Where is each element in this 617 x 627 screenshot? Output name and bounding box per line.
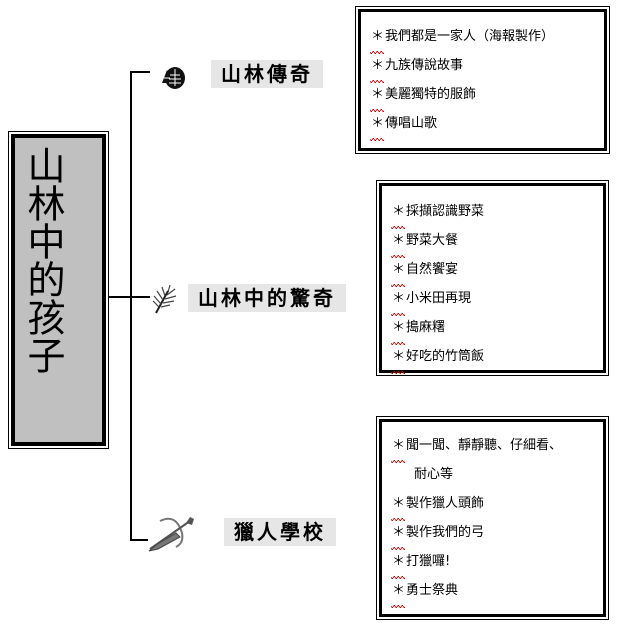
bullet-star: ＊	[391, 547, 405, 579]
bullet-star: ＊	[391, 518, 405, 550]
bow-and-arrow-icon	[146, 515, 196, 557]
bullet-star: ＊	[391, 431, 405, 463]
list-item-continuation: 耐心等	[414, 467, 454, 482]
fern-leaf-icon	[150, 283, 180, 319]
bullet-star: ＊	[391, 284, 405, 316]
branch-label-2: 山林中的驚奇	[188, 284, 346, 312]
list-item: ＊製作獵人頭飾	[391, 489, 562, 521]
list-item: ＊製作我們的弓	[391, 518, 562, 550]
bullet-star: ＊	[391, 197, 405, 229]
list-item: ＊打獵囉!	[391, 547, 562, 579]
leaf-box-frame	[358, 9, 607, 151]
vertical-bracket	[130, 71, 132, 541]
root-node-frame: 山林中的孩子	[11, 134, 106, 446]
list-item: ＊我們都是一家人（海報製作）	[370, 22, 554, 54]
leaf-box-frame	[379, 183, 606, 373]
branch-label-3: 獵人學校	[224, 518, 336, 546]
root-node: 山林中的孩子	[8, 131, 109, 449]
leaf-box-1: ＊我們都是一家人（海報製作） ＊九族傳說故事 ＊美麗獨特的服飾 ＊傳唱山歌	[355, 6, 610, 154]
root-title: 山林中的孩子	[21, 146, 65, 374]
branch-connector-3	[130, 539, 148, 541]
root-connector	[109, 296, 132, 298]
list-item: ＊聞一聞、靜靜聽、仔細看、	[391, 431, 562, 463]
leaf-box-frame	[379, 419, 606, 617]
leaf-box-2: ＊採擷認識野菜 ＊野菜大餐 ＊自然饗宴 ＊小米田再現 ＊搗麻糬 ＊好吃的竹筒飯	[376, 180, 609, 376]
list-item: ＊好吃的竹筒飯	[391, 342, 484, 374]
bullet-star: ＊	[370, 109, 384, 141]
list-item: ＊小米田再現	[391, 284, 484, 316]
branch-connector-1	[130, 71, 150, 73]
bullet-star: ＊	[370, 80, 384, 112]
bullet-star: ＊	[370, 51, 384, 83]
list-item: ＊勇士祭典	[391, 576, 562, 608]
list-item: ＊傳唱山歌	[370, 109, 554, 141]
list-item: ＊採擷認識野菜	[391, 197, 484, 229]
list-item: ＊野菜大餐	[391, 226, 484, 258]
bullet-star: ＊	[391, 576, 405, 608]
branch-connector-2	[130, 296, 150, 298]
bullet-star: ＊	[370, 22, 384, 54]
list-item: ＊美麗獨特的服飾	[370, 80, 554, 112]
list-item: ＊九族傳說故事	[370, 51, 554, 83]
forest-trees-icon	[160, 66, 186, 94]
leaf-box-3: ＊聞一聞、靜靜聽、仔細看、 耐心等 ＊製作獵人頭飾 ＊製作我們的弓 ＊打獵囉! …	[376, 416, 609, 620]
branch-label-1: 山林傳奇	[211, 60, 323, 88]
bullet-star: ＊	[391, 255, 405, 287]
list-item: ＊搗麻糬	[391, 313, 484, 345]
bullet-star: ＊	[391, 342, 405, 374]
list-item: ＊自然饗宴	[391, 255, 484, 287]
bullet-star: ＊	[391, 226, 405, 258]
bullet-star: ＊	[391, 313, 405, 345]
bullet-star: ＊	[391, 489, 405, 521]
